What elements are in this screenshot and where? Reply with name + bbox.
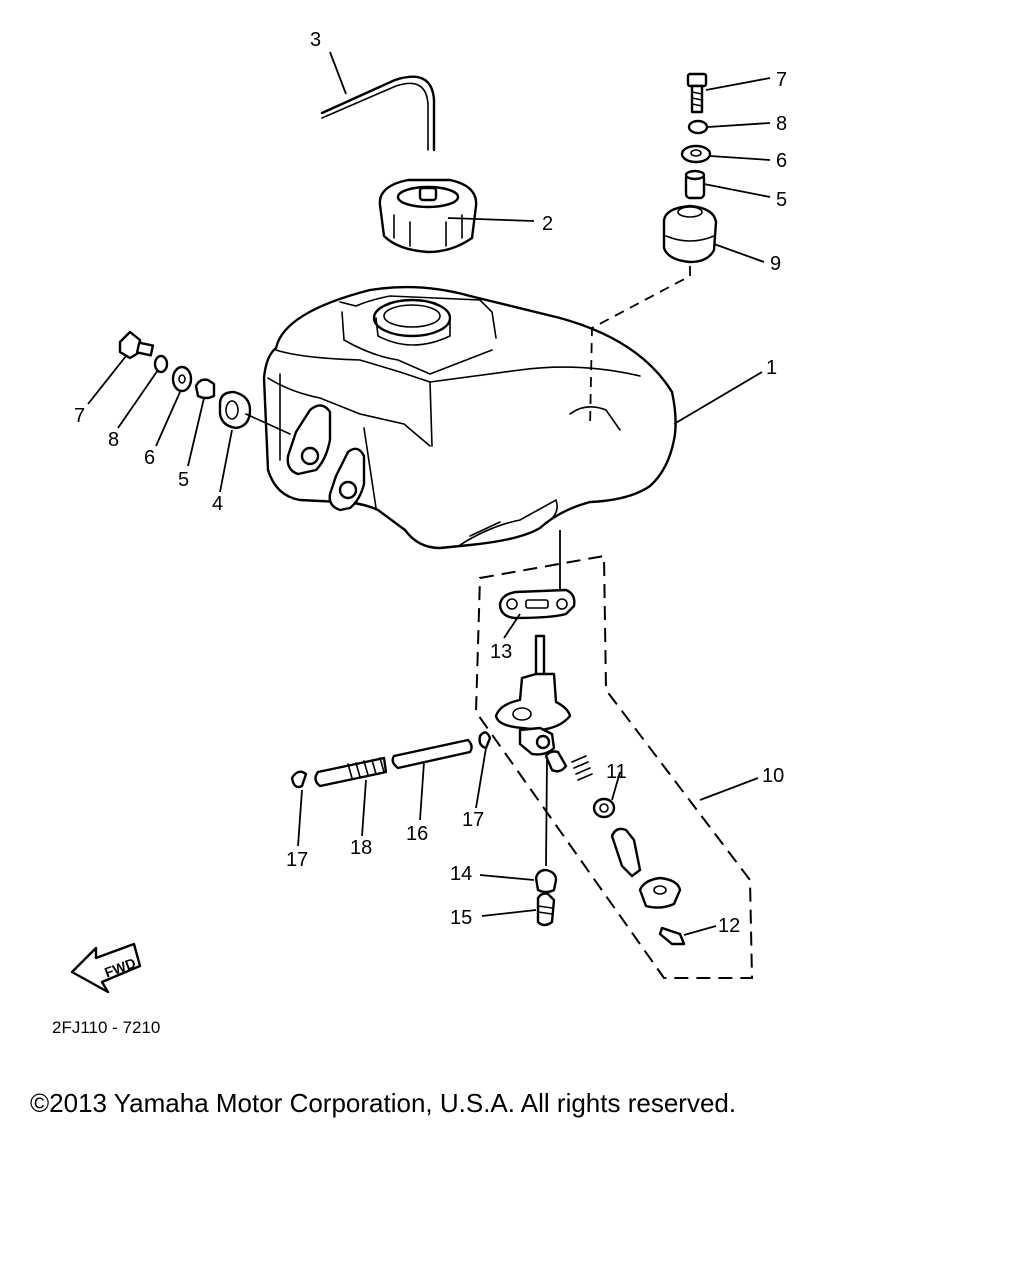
fuel-cock-assembly [494, 588, 686, 946]
fuel-hose-parts [290, 731, 492, 789]
fuel-tank-exploded-diagram: FWD 3 2 7 8 6 5 9 1 7 8 [70, 29, 787, 994]
callout-6-right: 6 [776, 150, 787, 172]
callout-17-left: 17 [286, 849, 308, 871]
fuel-cock-assembly-boundary [474, 554, 754, 979]
callout-15: 15 [450, 907, 472, 929]
callout-11: 11 [606, 761, 627, 783]
callout-2: 2 [542, 213, 553, 235]
fwd-arrow-icon: FWD [70, 942, 142, 994]
callout-16: 16 [406, 823, 428, 845]
callout-5-right: 5 [776, 189, 787, 211]
callout-8-left: 8 [108, 429, 119, 451]
callout-7-left: 7 [74, 405, 85, 427]
callout-5-left: 5 [178, 469, 189, 491]
callout-12: 12 [718, 915, 740, 937]
callout-13: 13 [490, 641, 512, 663]
callout-4: 4 [212, 493, 223, 515]
diagram-reference-code: 2FJ110 - 7210 [52, 1018, 161, 1037]
leader-lines [87, 51, 771, 936]
callout-17-right: 17 [462, 809, 484, 831]
callout-8-right: 8 [776, 113, 787, 135]
callout-9: 9 [770, 253, 781, 275]
copyright-notice: ©2013 Yamaha Motor Corporation, U.S.A. A… [30, 1088, 737, 1118]
callout-6-left: 6 [144, 447, 155, 469]
breather-hose [320, 75, 436, 152]
callout-3: 3 [310, 29, 321, 51]
callout-18: 18 [350, 837, 372, 859]
callout-7-right: 7 [776, 69, 787, 91]
callout-labels: 3 2 7 8 6 5 9 1 7 8 6 5 4 13 11 10 17 16… [74, 29, 787, 937]
left-mount-hardware [118, 330, 291, 435]
callout-1: 1 [766, 357, 777, 379]
right-mount-hardware [662, 72, 718, 264]
callout-14: 14 [450, 863, 472, 885]
fuel-tank [262, 285, 677, 550]
fuel-cap [378, 178, 478, 254]
callout-10: 10 [762, 765, 784, 787]
